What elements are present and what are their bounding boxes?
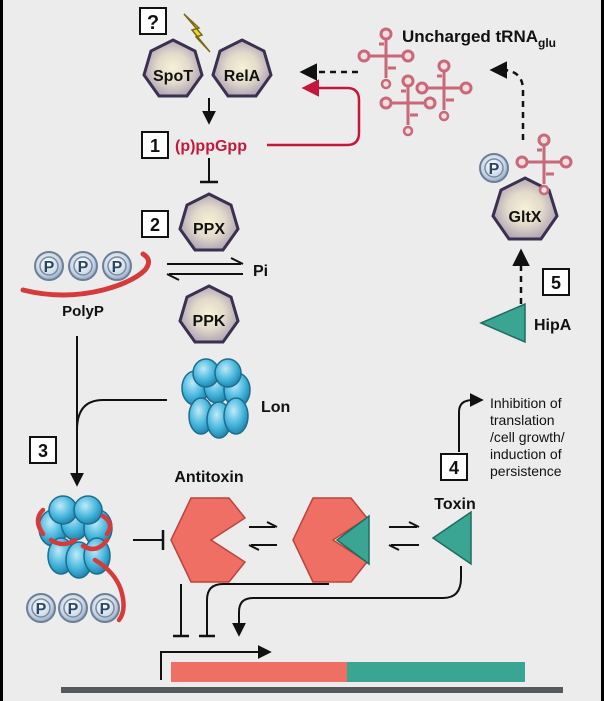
polyp-label: PolyP xyxy=(62,303,104,320)
svg-text:P: P xyxy=(68,601,79,618)
toxin-gene xyxy=(347,662,525,682)
phosphate-ball: P xyxy=(58,593,88,623)
phosphate-ball: P xyxy=(90,593,120,623)
hipa-shape xyxy=(479,302,526,344)
antitoxin-complex-equilibrium xyxy=(248,521,278,551)
hipa-label: HipA xyxy=(534,317,572,334)
ppk-enzyme: PPK xyxy=(178,284,240,344)
svg-text:P: P xyxy=(489,161,500,178)
svg-text:P: P xyxy=(36,601,47,618)
phosphate-ball: P xyxy=(479,153,509,183)
step-2-label: 2 xyxy=(150,215,160,235)
phosphate-ball: P xyxy=(26,593,56,623)
ppx-label: PPX xyxy=(193,221,225,238)
lightning-icon xyxy=(183,13,211,53)
lon-protease xyxy=(181,358,251,439)
ppgpp-feedback-arrow xyxy=(267,79,361,147)
step-5-box: 5 xyxy=(542,268,570,296)
trna-icon xyxy=(415,59,473,122)
inhibition-line: Inhibition of xyxy=(490,395,562,411)
question-box: ? xyxy=(139,7,167,35)
promoter-arrow xyxy=(160,645,272,680)
step-1-label: 1 xyxy=(150,136,160,156)
ppk-label: PPK xyxy=(193,313,226,330)
complex-represses-promoter xyxy=(199,583,329,638)
spot-enzyme: SpoT xyxy=(142,38,204,98)
phosphate-ball: P xyxy=(102,251,132,281)
step-2-box: 2 xyxy=(141,210,169,238)
step-5-label: 5 xyxy=(551,273,561,293)
antitoxin-represses-promoter xyxy=(173,584,189,638)
ppgpp-inhibits-ppx xyxy=(200,158,218,184)
toxin-label: Toxin xyxy=(434,496,475,513)
inhibition-line: /cell growth/ xyxy=(490,429,565,445)
spot-label: SpoT xyxy=(153,68,193,85)
step-3-box: 3 xyxy=(29,436,57,464)
inhibition-line: induction of xyxy=(490,446,562,462)
antitoxin-gene xyxy=(171,662,347,682)
question-mark: ? xyxy=(147,12,159,34)
diagram-canvas: ? SpoT RelA 1 (p)ppGpp 2 PPX P xyxy=(3,0,601,701)
inhibition-line: translation xyxy=(490,412,555,428)
gltx-label: GltX xyxy=(509,209,542,226)
svg-text:P: P xyxy=(78,259,89,276)
ppgpp-label: (p)ppGpp xyxy=(175,138,247,155)
step-4-box: 4 xyxy=(440,453,468,481)
step-3-label: 3 xyxy=(38,441,48,461)
pi-label: Pi xyxy=(253,263,268,280)
ppx-enzyme: PPX xyxy=(178,192,240,252)
step-4-label: 4 xyxy=(449,458,459,478)
polyp-molecule: P P P xyxy=(20,251,151,298)
phosphate-ball: P xyxy=(68,251,98,281)
step-1-box: 1 xyxy=(141,131,169,159)
antitoxin-label: Antitoxin xyxy=(174,469,243,486)
gltx-to-trna-dashed-arrow xyxy=(489,61,525,140)
complex-toxin-equilibrium xyxy=(388,521,420,551)
antitoxin-shape xyxy=(170,497,247,583)
toxin-shape xyxy=(431,510,472,566)
phosphate-ball: P xyxy=(34,251,64,281)
trna-label: Uncharged tRNAglu xyxy=(402,27,556,50)
antitoxin-toxin-complex xyxy=(292,497,370,583)
rela-label: RelA xyxy=(224,68,261,85)
toxin-effect-arrow xyxy=(458,393,484,452)
lon-polyp-complex: P P P xyxy=(26,495,126,623)
dna-baseline xyxy=(61,687,563,693)
lon-label: Lon xyxy=(261,399,290,416)
lon-inhibits-antitoxin xyxy=(133,530,165,550)
inhibition-text: Inhibition of translation /cell growth/ … xyxy=(490,395,565,479)
pathway-diagram: ? SpoT RelA 1 (p)ppGpp 2 PPX P xyxy=(20,7,573,693)
polyp-lon-merge-arrow xyxy=(70,336,167,487)
rela-enzyme: RelA xyxy=(211,38,273,98)
svg-text:P: P xyxy=(112,259,123,276)
toxin-to-promoter-arrow xyxy=(232,566,462,637)
pi-equilibrium-arrows xyxy=(166,257,244,281)
svg-text:P: P xyxy=(44,259,55,276)
inhibition-line: persistence xyxy=(490,463,562,479)
svg-text:P: P xyxy=(100,601,111,618)
